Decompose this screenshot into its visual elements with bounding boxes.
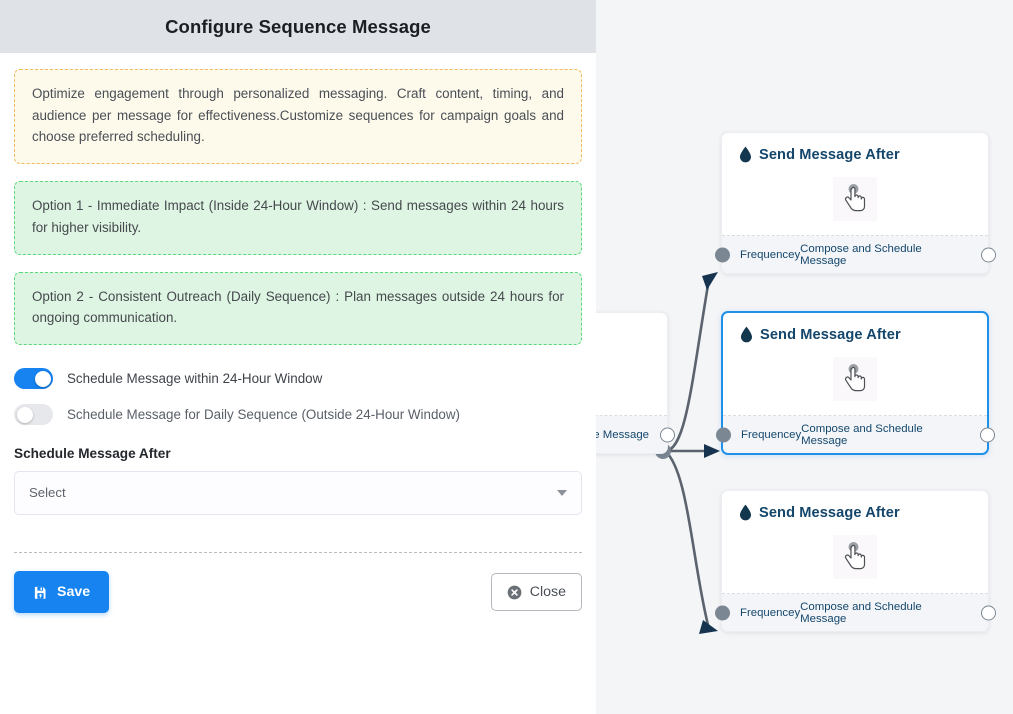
node-footer: Frequencey Compose and Schedule Message [714,236,996,273]
node-body [722,521,988,594]
pointer-hand-icon [833,535,877,579]
node-footer: Frequencey ce Message [596,416,675,453]
node-port-label-right: Compose and Schedule Message [801,422,923,447]
node-body [722,163,988,236]
panel-header: Configure Sequence Message [0,0,596,53]
toggle-row-daily-sequence: Schedule Message for Daily Sequence (Out… [14,398,582,432]
node-title: Send Message After [759,504,900,521]
node-port-label-right: Compose and Schedule Message [800,600,922,625]
select-value: Select [29,485,66,501]
droplet-icon [739,146,752,163]
node-header: Send Message After [722,133,988,163]
configure-sequence-panel: Configure Sequence Message Optimize enga… [0,0,596,613]
schedule-message-after-select[interactable]: Select [14,470,582,515]
node-input-port[interactable] [714,605,730,620]
toggle-group: Schedule Message within 24-Hour Window S… [14,362,582,432]
toggle-knob [34,370,51,387]
node-header: Send Message After [722,491,988,521]
toggle-knob [16,406,33,423]
node-input-port[interactable] [715,427,731,442]
flow-node-partial[interactable]: Send Message After Frequencey ce Message [596,312,675,454]
node-input-port[interactable] [714,247,730,262]
node-footer: Frequencey Compose and Schedule Message [715,416,995,453]
droplet-icon [740,326,753,343]
schedule-message-after-field: Schedule Message After Select [14,446,582,515]
chevron-down-icon [557,489,567,496]
flow-canvas[interactable]: Send Message After Frequencey ce Message [596,0,1013,714]
node-footer: Frequencey Compose and Schedule Message [714,594,996,631]
flow-node-1[interactable]: Send Message After Frequencey Compose an… [714,132,996,274]
schedule-message-after-label: Schedule Message After [14,445,171,461]
node-title: Send Message After [760,326,901,343]
page-title: Configure Sequence Message [165,15,431,37]
toggle-daily-sequence[interactable] [14,404,53,426]
node-port-label-right: ce Message [596,428,649,441]
node-body [596,343,667,416]
option-2-note: Option 2 - Consistent Outreach (Daily Se… [14,271,582,345]
pointer-hand-icon [833,357,877,401]
save-button-label: Save [57,584,91,600]
node-output-port[interactable] [979,427,995,442]
node-port-label-right: Compose and Schedule Message [800,242,922,267]
node-header: Send Message After [723,313,987,343]
node-header: Send Message After [596,313,667,343]
panel-footer: Save Close [0,552,596,613]
save-icon [33,585,48,600]
node-output-port[interactable] [659,427,675,442]
footer-divider [14,552,582,553]
pointer-hand-icon [833,177,877,221]
node-output-port[interactable] [980,605,996,620]
flow-node-2[interactable]: Send Message After Frequencey Compose an… [715,311,995,455]
panel-body: Optimize engagement through personalized… [0,53,596,515]
node-port-label-left: Frequencey [740,248,801,261]
toggle-within-24h[interactable] [14,368,53,390]
node-body [723,343,987,416]
option-1-note: Option 1 - Immediate Impact (Inside 24-H… [14,181,582,255]
option-1-text: Option 1 - Immediate Impact (Inside 24-H… [32,198,564,235]
droplet-icon [739,504,752,521]
close-circle-icon [507,585,522,600]
close-button[interactable]: Close [490,573,582,611]
flow-node-3[interactable]: Send Message After Frequencey Compose an… [714,490,996,632]
footer-button-row: Save Close [14,571,582,613]
close-button-label: Close [529,584,566,600]
node-port-label-left: Frequencey [740,606,801,619]
node-title: Send Message After [759,146,900,163]
toggle-row-within-24h: Schedule Message within 24-Hour Window [14,362,582,396]
toggle-within-24h-label: Schedule Message within 24-Hour Window [67,371,323,387]
node-output-port[interactable] [980,247,996,262]
node-port-label-left: Frequencey [741,428,802,441]
info-note: Optimize engagement through personalized… [14,69,582,165]
info-note-text: Optimize engagement through personalized… [32,86,564,145]
option-2-text: Option 2 - Consistent Outreach (Daily Se… [32,288,564,326]
toggle-daily-sequence-label: Schedule Message for Daily Sequence (Out… [67,407,460,423]
save-button[interactable]: Save [14,571,110,613]
